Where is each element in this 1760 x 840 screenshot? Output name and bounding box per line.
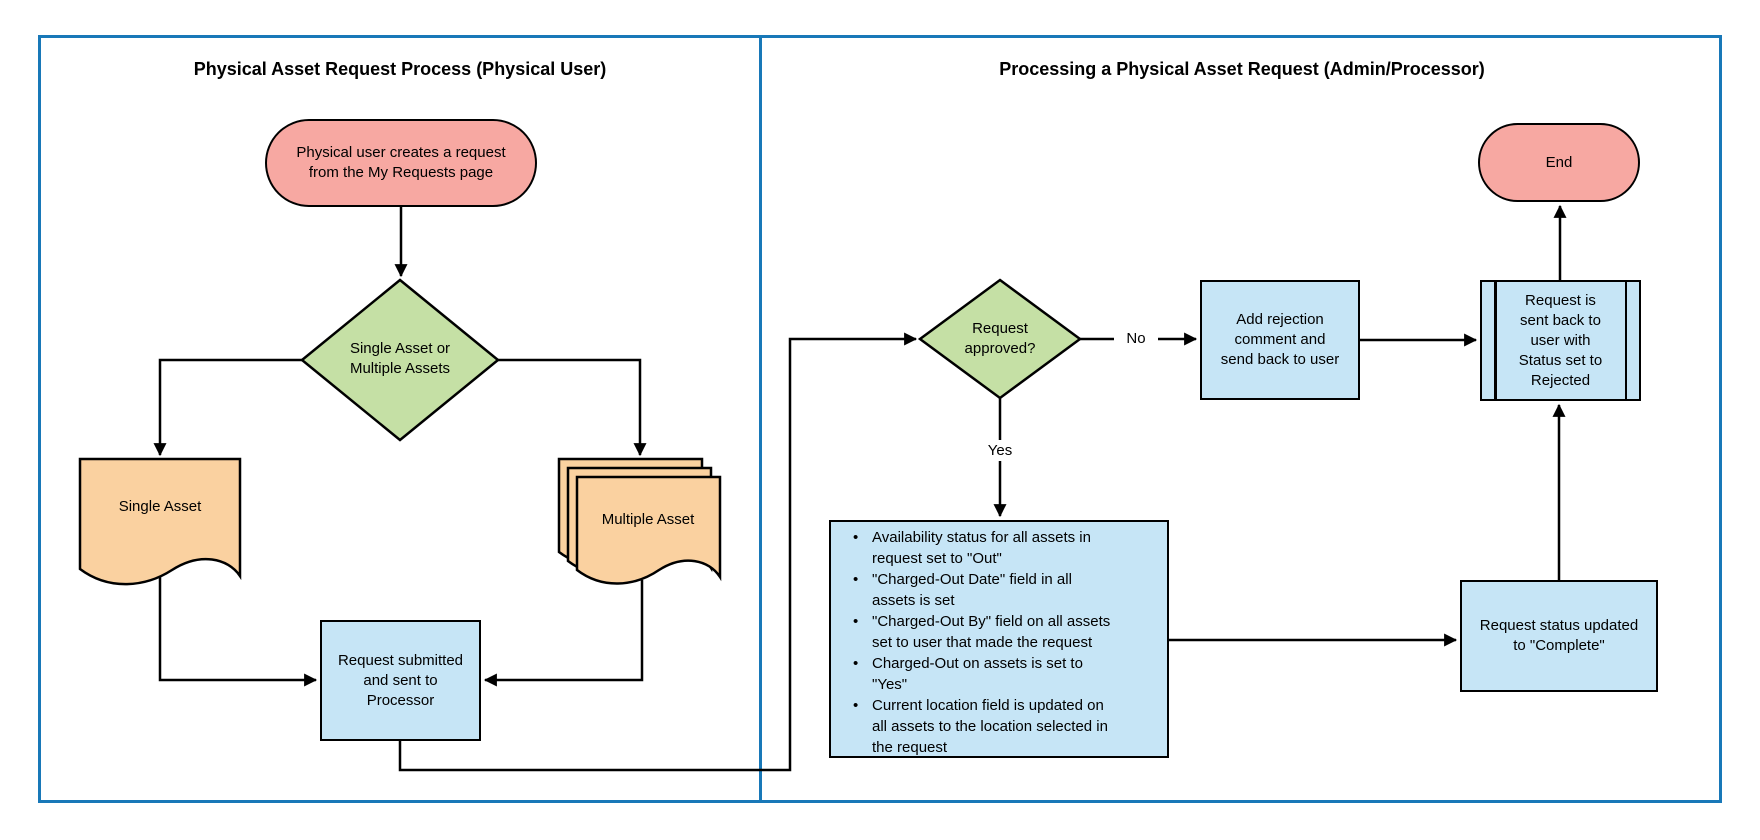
predefined-right-bar <box>1624 282 1627 399</box>
left-panel-title: Physical Asset Request Process (Physical… <box>193 59 607 79</box>
start-terminator: Physical user creates a request from the… <box>265 119 537 207</box>
add-rejection-process-box: Add rejection comment and send back to u… <box>1200 280 1360 400</box>
sent-back-predefined-label: Request is sent back to user with Status… <box>1518 291 1603 389</box>
no-edge-label: No <box>1114 328 1158 349</box>
connector-single-asset-to-submit <box>158 573 318 687</box>
right-panel-title: Processing a Physical Asset Request (Adm… <box>999 59 1485 79</box>
complete-process-box: Request status updated to "Complete" <box>1460 580 1658 692</box>
yes-action-item: Charged-Out on assets is set to "Yes" <box>831 653 1110 695</box>
connector-submit-to-approval-decision <box>398 332 918 772</box>
asset-decision-diamond <box>300 278 500 442</box>
multiple-asset-document-label: Multiple Asset <box>601 511 695 528</box>
submit-process-box: Request submitted and sent to Processor <box>320 620 481 741</box>
connector-decision-to-single-asset <box>153 358 302 457</box>
yes-edge-label: Yes <box>978 440 1022 461</box>
single-asset-document-label: Single Asset <box>118 498 202 515</box>
predefined-left-bar <box>1494 282 1497 399</box>
end-terminator: End <box>1478 123 1640 202</box>
connector-multiple-asset-to-submit <box>483 580 644 687</box>
asset-decision-label: Single Asset or Multiple Assets <box>349 340 451 377</box>
single-asset-document-shape <box>78 457 242 586</box>
approval-decision-diamond <box>917 278 1083 400</box>
yes-actions-list: Availability status for all assets in re… <box>831 527 1110 758</box>
sent-back-predefined-box: Request is sent back to user with Status… <box>1480 280 1641 401</box>
yes-action-item: "Charged-Out Date" field in all assets i… <box>831 569 1110 611</box>
yes-action-item: "Charged-Out By" field on all assets set… <box>831 611 1110 653</box>
yes-actions-box: Availability status for all assets in re… <box>829 520 1169 758</box>
yes-action-item: Availability status for all assets in re… <box>831 527 1110 569</box>
connector-decision-to-multiple-asset <box>498 358 647 457</box>
approval-decision-label: Request approved? <box>964 320 1036 357</box>
multiple-asset-document-front <box>575 475 722 585</box>
yes-action-item: Current location field is updated on all… <box>831 695 1110 758</box>
